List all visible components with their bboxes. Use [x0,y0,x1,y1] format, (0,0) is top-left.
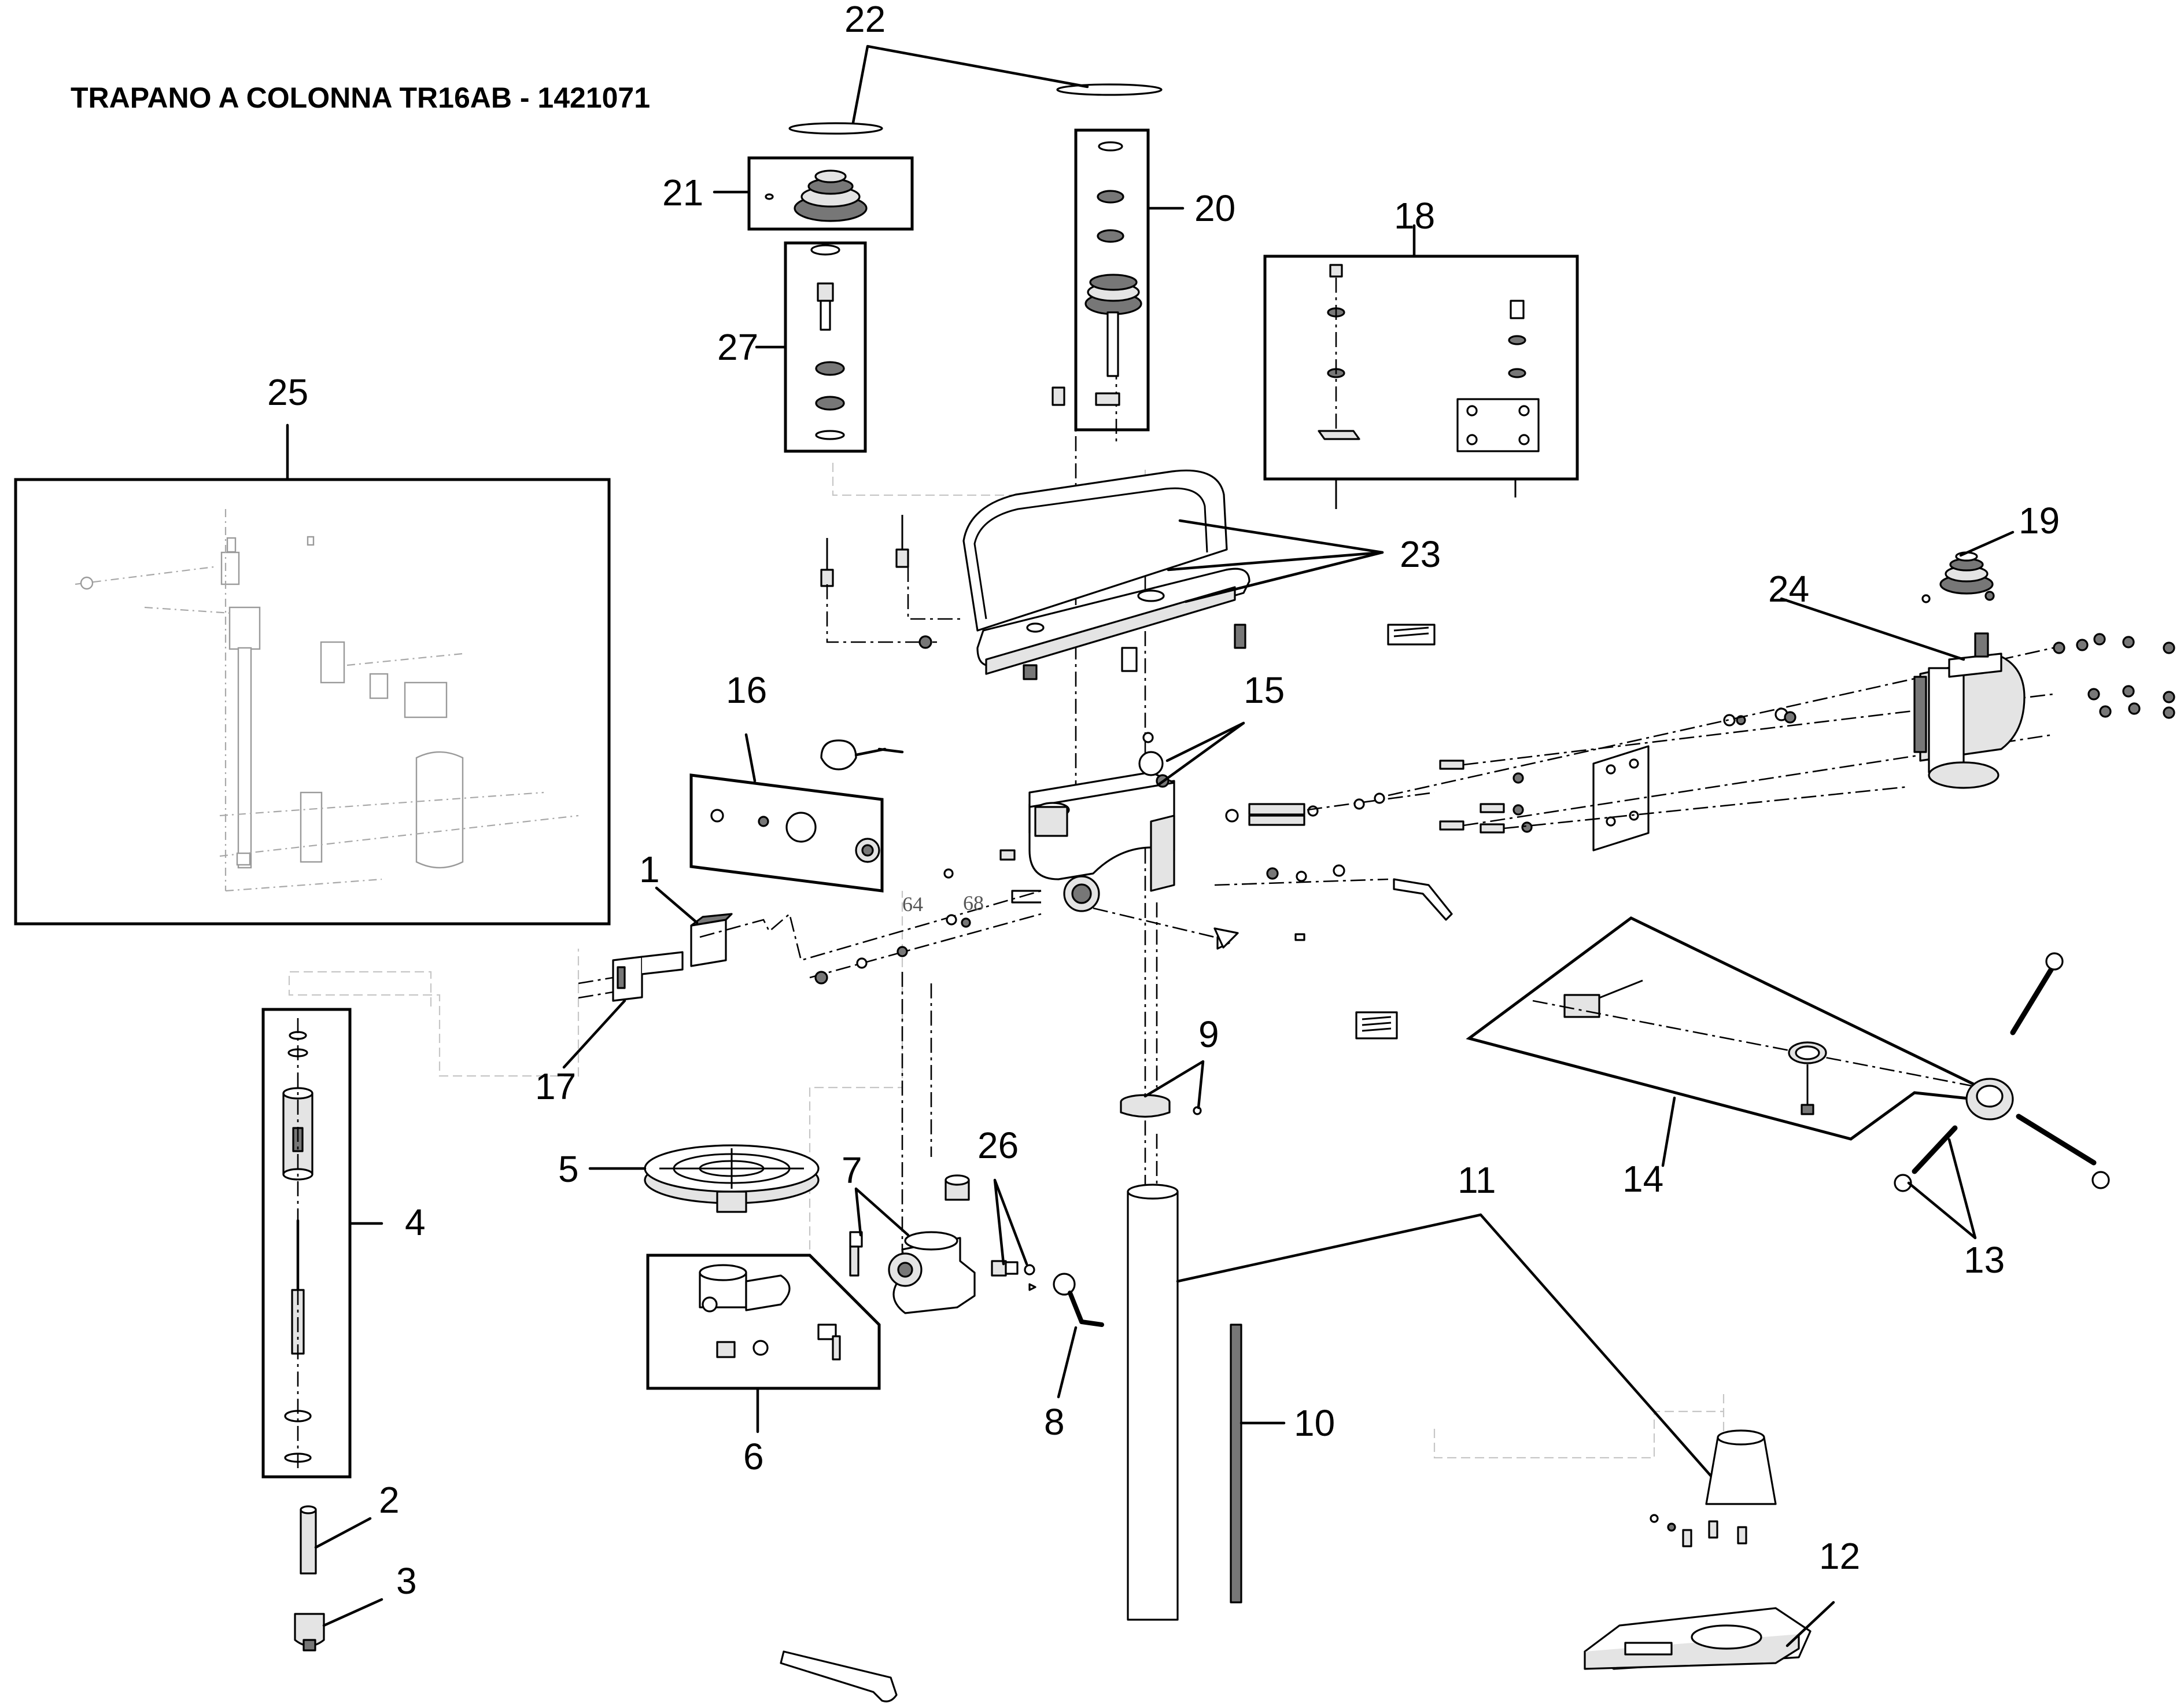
part-15-stops [1138,721,1245,788]
part-9-collar [1120,1060,1205,1118]
callout-24: 24 [1768,568,1809,610]
part-5-table [588,1144,820,1213]
callout-9: 9 [1198,1013,1219,1055]
label-68: 68 [963,891,984,915]
cable-lower [809,913,1042,979]
motor-bracket [1592,745,1650,852]
part-3-chuck [294,1598,383,1652]
group-18-box [1263,224,1579,509]
group-21-box [713,156,914,231]
part-17-switch-box [562,951,684,1069]
callout-6: 6 [743,1436,764,1477]
callout-3: 3 [396,1560,417,1602]
part-11-column [1127,1184,1720,1621]
group-16-box [689,733,884,893]
part-26-crank-parts [945,1174,1036,1291]
group-27-box [755,241,867,453]
part-22-belts [788,45,1163,135]
part-23-belt-guard [962,469,1384,680]
group-20-box [1074,128,1185,432]
callout-2: 2 [379,1479,400,1521]
part-19-motor-pulley [1921,530,2015,603]
diagram-title: TRAPANO A COLONNA TR16AB - 1421071 [71,82,650,114]
depth-arrow-line [1093,907,1215,938]
group-4-box [261,1008,383,1479]
label-64: 64 [902,893,923,916]
drift-key [780,1650,898,1702]
callout-4: 4 [405,1201,426,1243]
small-pin-20 [1052,386,1065,406]
part-1-switch [655,886,733,967]
callout-23: 23 [1400,533,1441,575]
part-12-base [1584,1429,1835,1670]
callout-27: 27 [717,326,758,368]
feed-hub-handle [820,739,904,771]
callout-18: 18 [1394,195,1435,237]
group-6-box [646,1254,881,1433]
callout-11: 11 [1458,1159,1496,1201]
guard-screws [820,515,1436,672]
cable-zigzag [699,890,1042,961]
callout-26: 26 [977,1125,1019,1166]
callout-15: 15 [1244,669,1285,711]
callout-17: 17 [535,1066,576,1107]
callout-1: 1 [639,849,660,890]
callout-16: 16 [726,669,767,711]
part-7-table-bracket [849,1187,976,1314]
callout-13: 13 [1964,1239,2005,1281]
part-10-rack [1230,1324,1286,1604]
callout-22: 22 [844,0,886,40]
callout-10: 10 [1294,1402,1335,1444]
callout-8: 8 [1044,1401,1065,1443]
callout-5: 5 [558,1148,579,1190]
cable-small-parts [814,849,1016,985]
callout-25: 25 [267,371,308,413]
depth-pointer-arrow [1213,927,1239,949]
callout-20: 20 [1194,187,1235,229]
part-24-motor [1780,597,2026,789]
callout-numbers: 1 2 3 4 5 6 7 8 9 10 11 12 13 14 15 16 1… [267,0,2060,1602]
drill-head-casting [1011,771,1175,912]
callout-14: 14 [1622,1158,1663,1200]
label-plates [1355,1011,1398,1040]
callout-12: 12 [1819,1535,1860,1577]
pinion-shaft-parts [1214,791,1453,950]
group-25-box [14,423,611,926]
part-13-handles [1894,952,2110,1240]
part-2-arbor [300,1505,372,1575]
callout-19: 19 [2019,500,2060,541]
motor-fasteners [1353,633,2175,834]
callout-7: 7 [842,1149,862,1191]
group-14-box [1466,916,2014,1167]
callout-21: 21 [662,172,703,213]
part-8-crank-handle [1053,1273,1104,1399]
